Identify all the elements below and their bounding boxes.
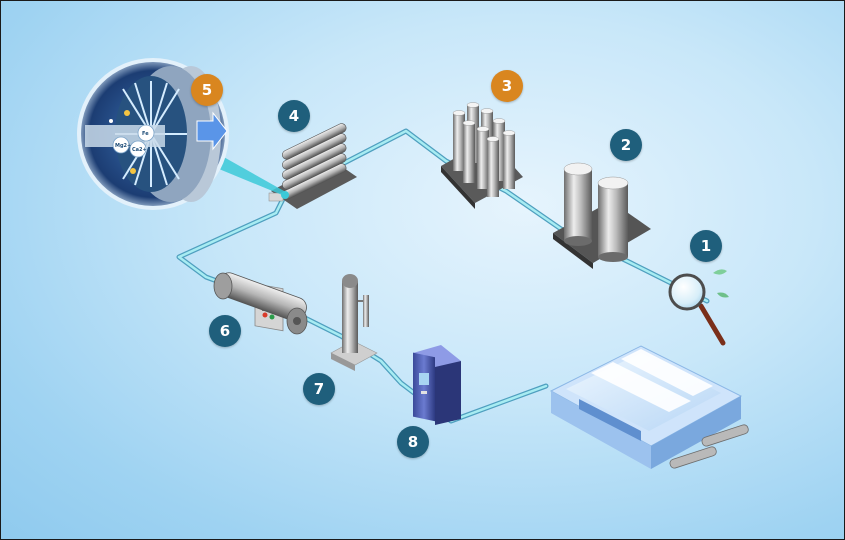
detail-label-ca: Ca2+ <box>132 147 147 153</box>
motor-pump-skid <box>213 272 308 335</box>
step-badge-2: 2 <box>610 129 642 161</box>
filter-cylinders <box>441 102 523 209</box>
step-badge-8: 8 <box>397 426 429 458</box>
step-badge-7: 7 <box>303 373 335 405</box>
factory-building <box>549 345 749 469</box>
step-badge-5: 5 <box>191 74 223 106</box>
flow-arrow-icon <box>196 111 228 151</box>
step-badge-4: 4 <box>278 100 310 132</box>
detail-label-mg: Mg2+ <box>115 143 131 149</box>
step-badge-1: 1 <box>690 230 722 262</box>
vertical-vessel <box>330 274 378 371</box>
inspection-magnifier-icon <box>668 269 729 346</box>
heat-exchanger-coils <box>268 123 357 209</box>
pump-detail-callout <box>213 151 289 199</box>
step-badge-3: 3 <box>491 70 523 102</box>
step-badge-6: 6 <box>209 315 241 347</box>
control-cabinet <box>413 345 461 425</box>
detail-label-fe: Fe <box>142 131 149 137</box>
storage-tanks <box>553 162 651 269</box>
pipeline <box>176 128 710 424</box>
